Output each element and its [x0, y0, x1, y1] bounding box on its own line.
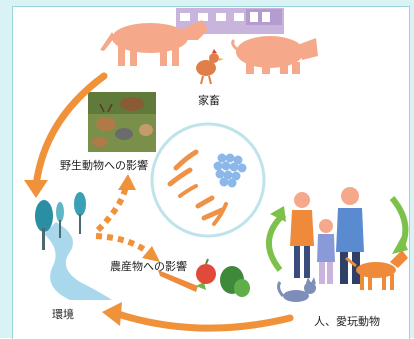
farm-building-icon [176, 8, 284, 34]
cat-icon [277, 277, 316, 302]
arrow-humans-to-environment [102, 302, 294, 332]
arrow-green-cycle-right [389, 196, 409, 254]
arrow-environment-to-crops [95, 233, 160, 262]
dog-icon [345, 250, 408, 290]
arrow-livestock-to-environment [24, 72, 108, 198]
environment-label: 環境 [52, 308, 74, 321]
livestock-label: 家畜 [198, 94, 220, 107]
trees-river-icon [35, 192, 112, 300]
pig-icon [231, 36, 318, 74]
arrow-green-cycle-left [265, 206, 287, 272]
vegetables-icon [158, 258, 250, 297]
arrow-environment-to-wildlife [95, 174, 136, 233]
wildlife-impact-label: 野生動物への影響 [60, 159, 148, 172]
crop-impact-label: 農産物への影響 [110, 260, 187, 273]
bacteria-circle-icon [150, 122, 266, 238]
family-icon [290, 187, 364, 284]
wildlife-photo-icon [88, 92, 156, 152]
cow-icon [100, 20, 208, 66]
humans-pets-label: 人、愛玩動物 [314, 315, 380, 328]
chicken-icon [196, 49, 224, 85]
